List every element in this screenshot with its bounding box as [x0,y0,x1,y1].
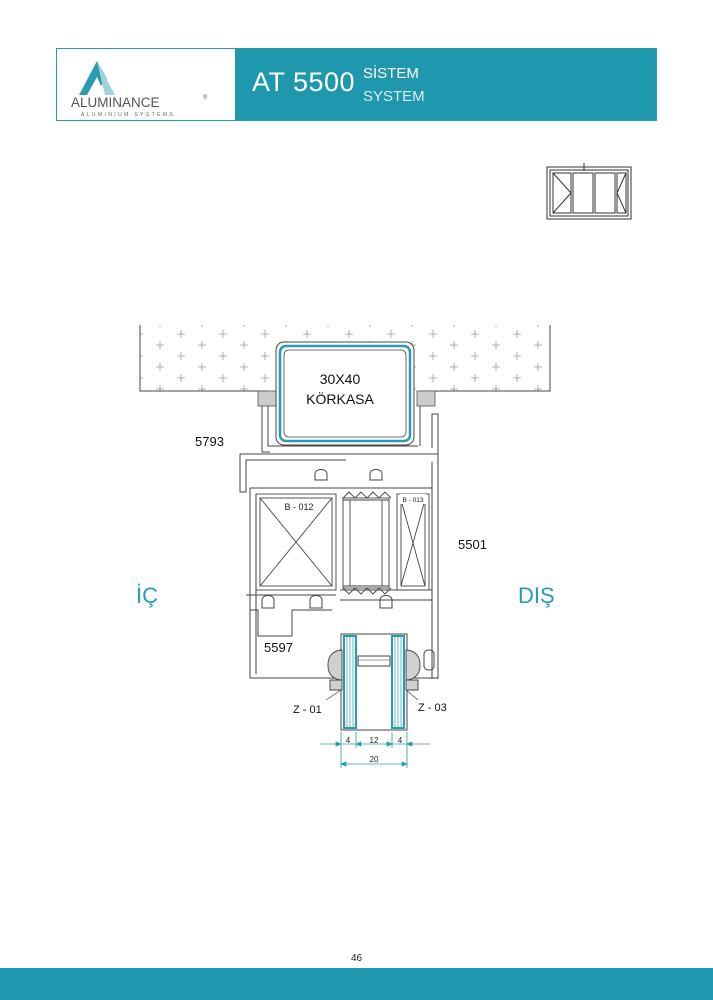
subframe-box: 30X40 KÖRKASA [275,341,415,446]
logo-mark-icon: ALUMINANCE ® ALUMINIUM SYSTEMS [71,61,208,118]
corner-label-b013: B - 013 [403,497,424,504]
gasket-label-z01: Z - 01 [293,704,322,716]
profile-label-5793: 5793 [195,434,224,449]
section-drawing: 30X40 KÖRKASA B - 012 [136,163,632,768]
system-label-tr: SİSTEM [363,65,419,82]
frame-profiles [239,406,439,679]
profile-label-5501: 5501 [458,537,487,552]
brand-name: ALUMINANCE [71,95,160,110]
thermal-break [342,491,392,595]
dimension-20: 20 [370,755,379,764]
box-label-size: 30X40 [320,371,361,387]
page-header: ALUMINANCE ® ALUMINIUM SYSTEMS AT 5500 S… [56,48,657,121]
gasket-z01 [327,649,343,691]
page-footer-band [0,968,713,1000]
dimension-4-right: 4 [398,736,403,745]
glass-unit [340,633,408,731]
dimension-12: 12 [370,736,379,745]
side-label-inside: İÇ [136,583,158,608]
corner-bracket-b012: B - 012 [255,493,337,591]
profile-label-5597: 5597 [264,640,293,655]
leader-lines [325,689,419,701]
dimension-lines [320,732,430,768]
corner-bracket-b013: B - 013 [396,493,430,591]
gasket-label-z03: Z - 03 [418,702,447,714]
dimension-4-left: 4 [346,736,351,745]
brand-tagline: ALUMINIUM SYSTEMS [81,112,175,118]
side-label-outside: DIŞ [518,583,555,608]
page-number: 46 [350,953,363,964]
corner-label-b012: B - 012 [284,502,313,512]
aluminance-logo: ALUMINANCE ® ALUMINIUM SYSTEMS [57,49,235,120]
svg-text:®: ® [203,94,208,101]
gasket-z03 [405,649,421,691]
window-thumbnail [546,163,632,220]
box-label-name: KÖRKASA [306,390,374,407]
system-label-en: SYSTEM [363,88,425,105]
series-title: AT 5500 [252,67,356,97]
header-band [235,49,656,120]
